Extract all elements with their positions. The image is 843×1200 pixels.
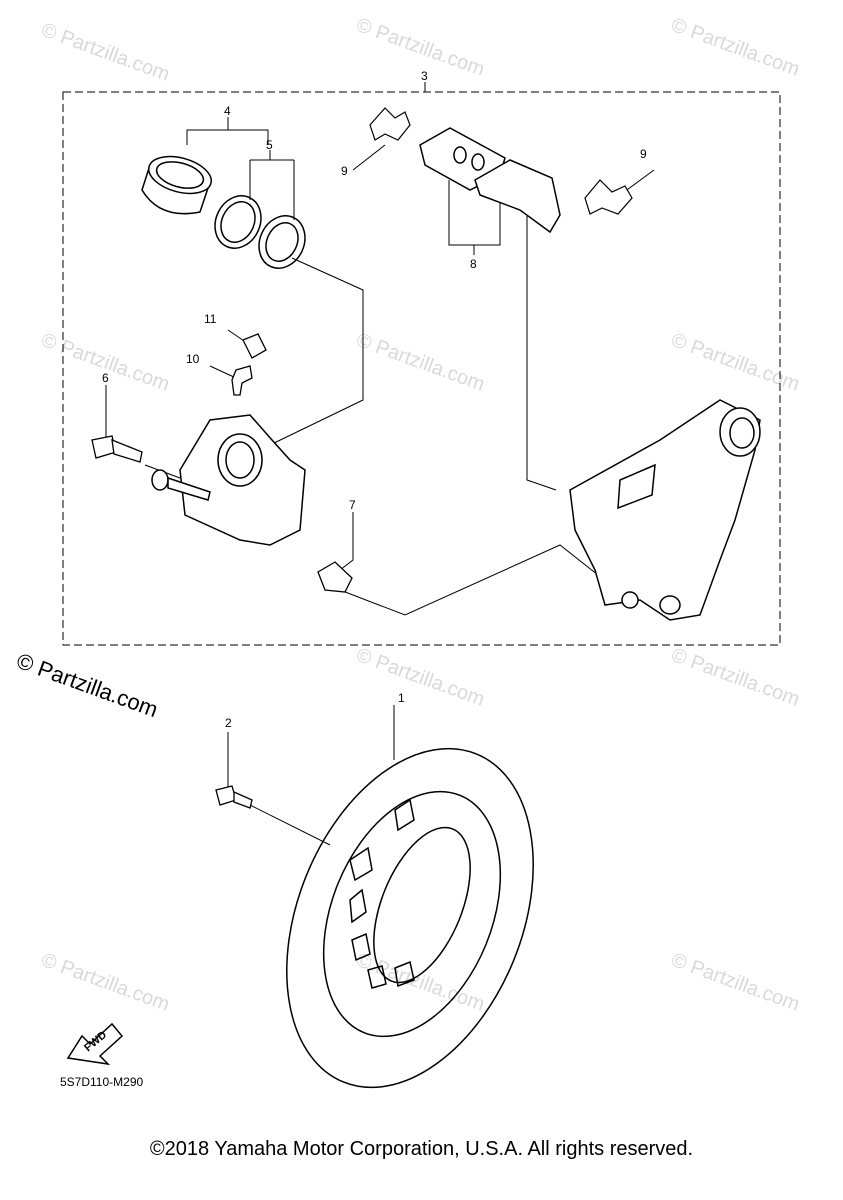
callout-labels: 1 2 3 4 5 6 7 8 9 9 10 11 [102, 69, 647, 730]
callout-9-right: 9 [640, 147, 647, 161]
callout-6: 6 [102, 371, 109, 385]
callout-10: 10 [186, 352, 200, 366]
watermark-text: © Partzilla.com [668, 329, 802, 396]
callout-5: 5 [266, 138, 273, 152]
caliper-assembly-box [62, 91, 781, 646]
callout-8: 8 [470, 257, 477, 271]
pad-spring-part [369, 107, 633, 215]
piston-part [141, 155, 212, 215]
callout-9-left: 9 [341, 164, 348, 178]
slide-pin-boot-part [317, 561, 353, 593]
caliper-bolt-part [91, 435, 143, 463]
watermark-text: © Partzilla.com [38, 949, 172, 1016]
caliper-bracket-part [569, 399, 761, 621]
watermark-text: © Partzilla.com [668, 644, 802, 711]
leader-lines [105, 82, 655, 846]
callout-3: 3 [421, 69, 428, 83]
watermark-text: © Partzilla.com [353, 329, 487, 396]
callout-2: 2 [225, 716, 232, 730]
watermark-text: © Partzilla.com [668, 14, 802, 81]
bleed-cap-part [242, 333, 267, 359]
disc-bolt-part [215, 785, 253, 809]
watermark-text: © Partzilla.com [38, 329, 172, 396]
callout-7: 7 [349, 498, 356, 512]
bleed-screw-part [231, 365, 253, 396]
forward-direction-icon: FWD [66, 1022, 124, 1066]
diagram-code: 5S7D110-M290 [60, 1075, 144, 1089]
watermark-text: © Partzilla.com [38, 19, 172, 86]
seal-ring-part [214, 195, 306, 269]
copyright-notice: ©2018 Yamaha Motor Corporation, U.S.A. A… [149, 1138, 694, 1160]
callout-4: 4 [224, 104, 231, 118]
callout-1: 1 [398, 691, 405, 705]
watermark-text: © Partzilla.com [668, 949, 802, 1016]
brake-pad-part [419, 127, 561, 234]
watermark-text: © Partzilla.com [353, 949, 487, 1016]
caliper-body-part [151, 414, 306, 546]
callout-11: 11 [204, 312, 217, 326]
watermark-text: © Partzilla.com [353, 644, 487, 711]
brake-disc-part [286, 747, 534, 1089]
